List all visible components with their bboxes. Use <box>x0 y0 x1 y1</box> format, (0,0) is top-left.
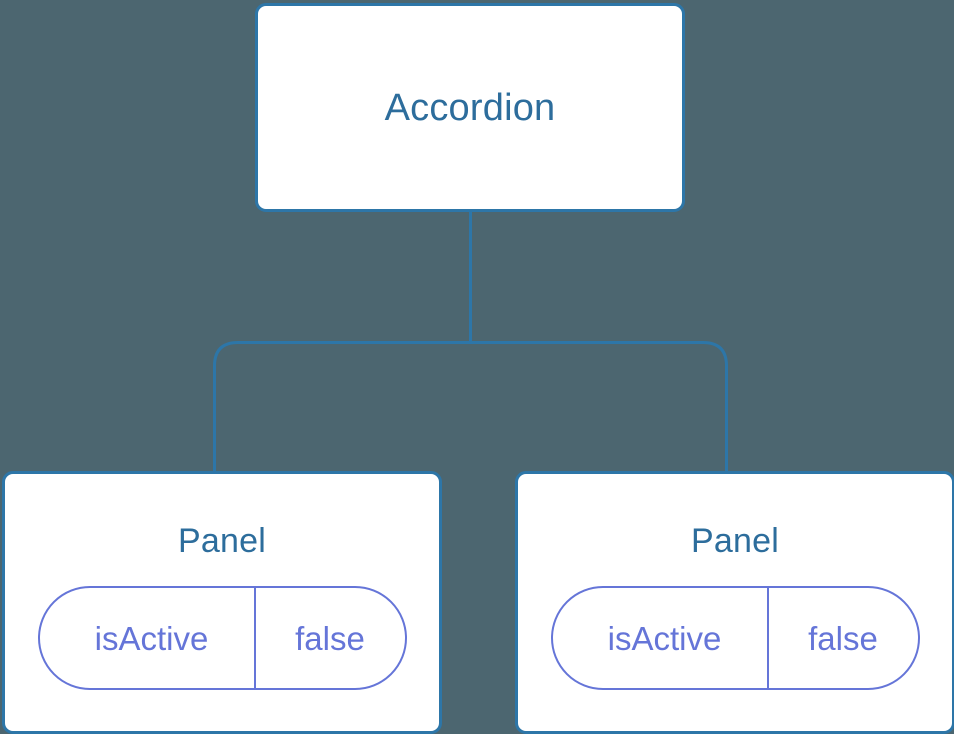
state-value-panel-1: false <box>253 588 405 688</box>
state-key-panel-1: isActive <box>94 619 209 657</box>
node-panel-1-label: Panel <box>178 522 266 560</box>
state-key-panel-2: isActive <box>607 619 722 657</box>
connector-branch-bus <box>213 341 728 471</box>
state-value-panel-2: false <box>766 588 918 688</box>
node-panel-1[interactable]: Panel isActive false <box>2 471 442 734</box>
node-panel-2-label: Panel <box>691 522 779 560</box>
state-pill-panel-1[interactable]: isActive false <box>37 586 407 690</box>
node-panel-2[interactable]: Panel isActive false <box>515 471 954 734</box>
node-accordion[interactable]: Accordion <box>255 3 685 212</box>
node-accordion-label: Accordion <box>384 86 556 129</box>
state-pill-panel-2[interactable]: isActive false <box>550 586 920 690</box>
